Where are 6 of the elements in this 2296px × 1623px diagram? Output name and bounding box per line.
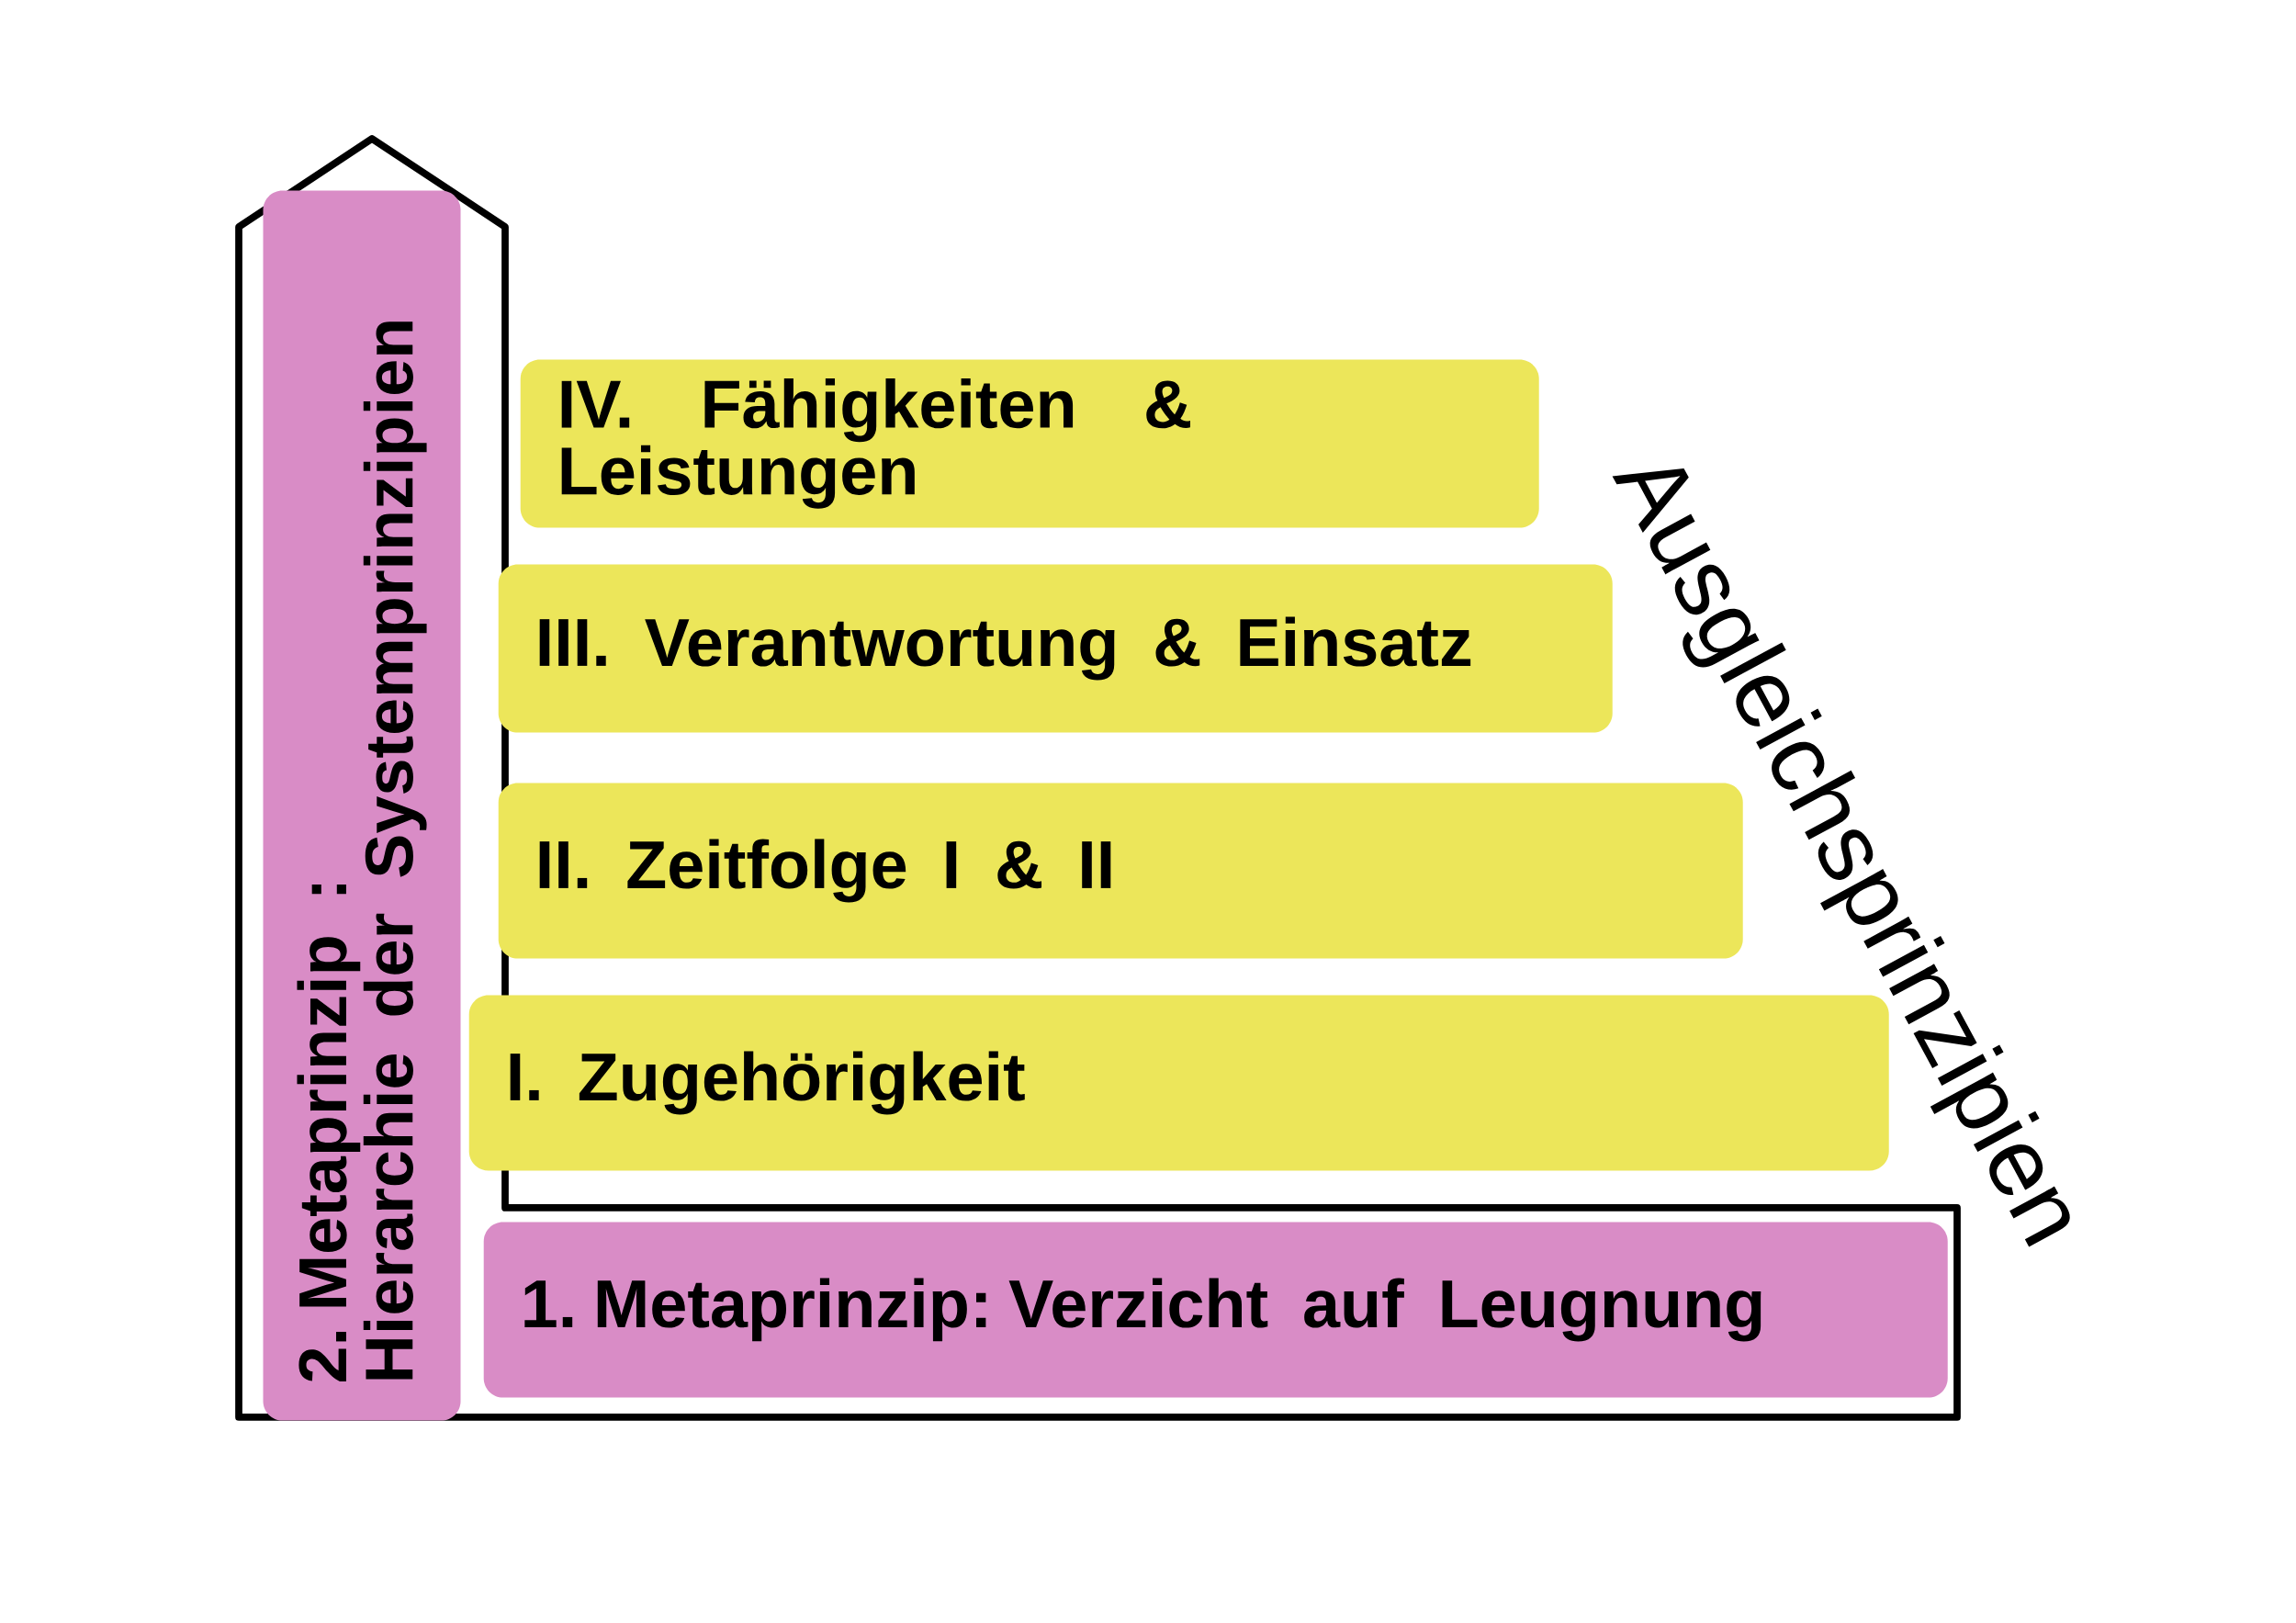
- principle-band: II. Zeitfolge I & II: [498, 783, 1743, 959]
- principle-band: I. Zugehörigkeit: [468, 995, 1889, 1171]
- principle-band: 1. Metaprinzip: Verzicht auf Leugnung: [483, 1222, 1948, 1398]
- principle-band: III. Verantwortung & Einsatz: [498, 564, 1613, 733]
- principle-band: IV. Fähigkeiten & Leistungen: [520, 359, 1539, 528]
- rotated-band: 2. Metaprinzip : Hierarchie der Systemprinzipien: [263, 190, 461, 1421]
